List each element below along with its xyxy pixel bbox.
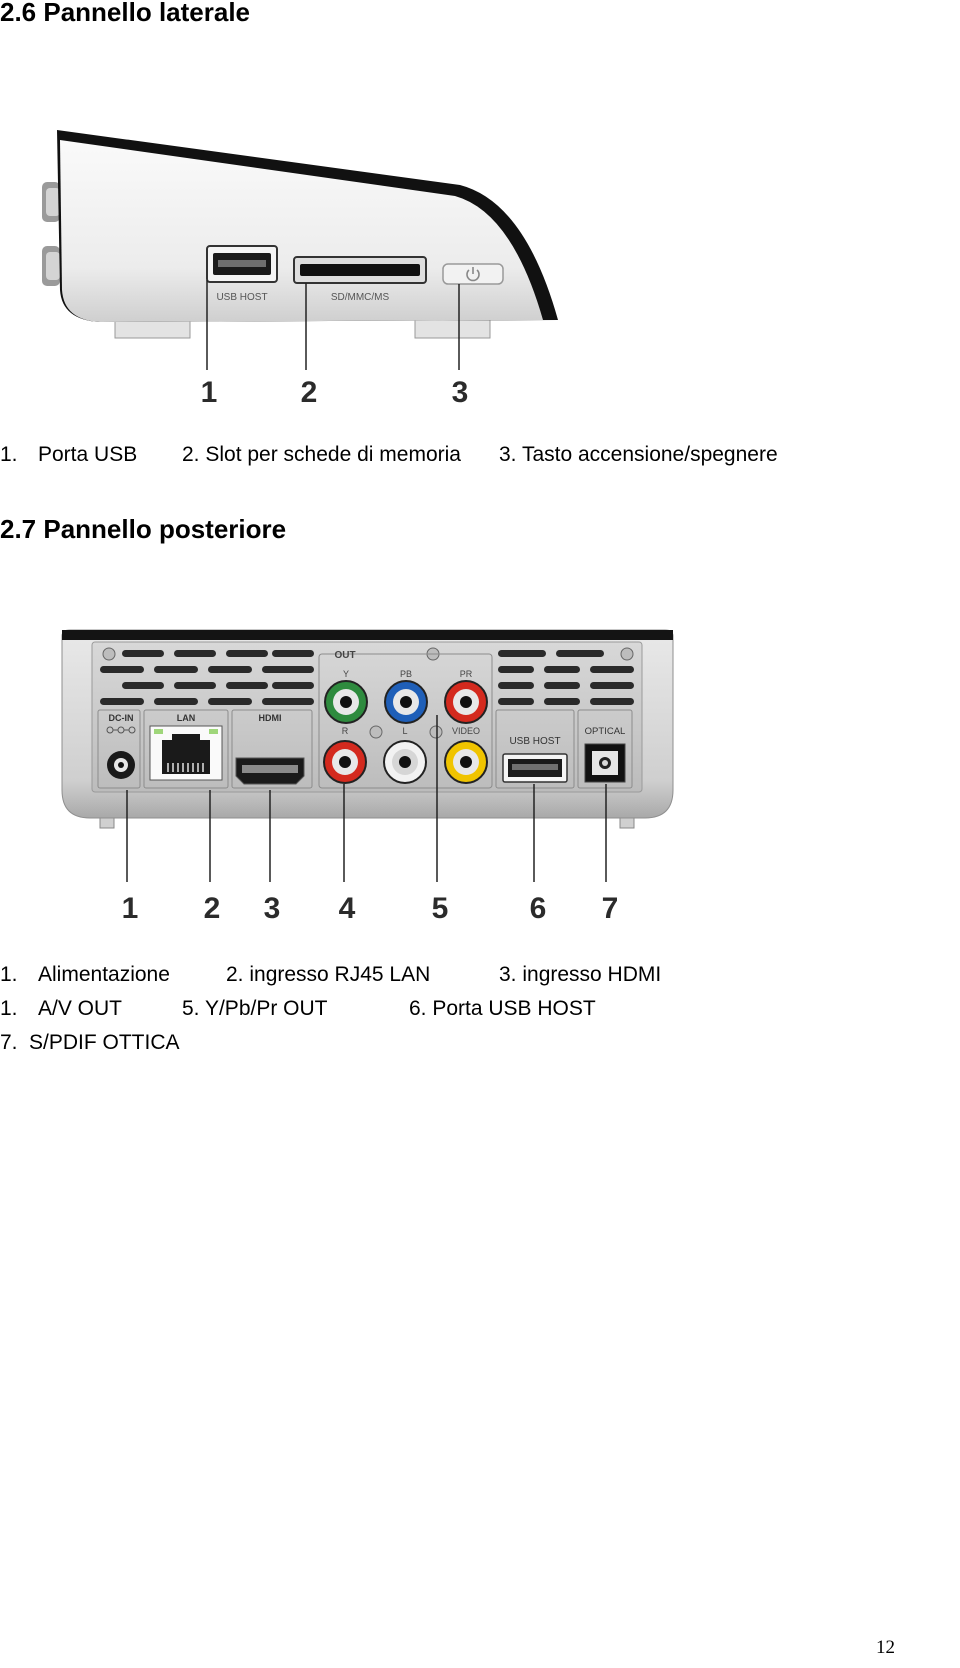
r-label: R: [342, 726, 349, 736]
y-label: Y: [343, 669, 349, 679]
page-number: 12: [876, 1637, 895, 1658]
dc-in-label: DC-IN: [109, 713, 134, 723]
rca-jack-audio-r-icon: [323, 740, 367, 784]
usb-host-label: USB HOST: [216, 292, 267, 303]
section-heading-side-panel: 2.6 Pannello laterale: [0, 0, 251, 27]
caption-item-text: Porta USB: [38, 443, 138, 466]
dc-in-polarity-icon: [106, 726, 136, 734]
pb-label: PB: [400, 669, 412, 679]
section-heading-rear-panel: 2.7 Pannello posteriore: [0, 514, 287, 544]
vent-slots-right: [498, 650, 634, 705]
side-connector-nubs: [42, 182, 60, 286]
caption-item-text: A/V OUT: [38, 997, 123, 1020]
callout-7: 7: [602, 892, 619, 925]
caption-item-number: 7.: [0, 1031, 18, 1054]
power-button-icon: [442, 263, 504, 285]
caption-item-text: Alimentazione: [38, 963, 170, 986]
lan-port-icon: [149, 725, 223, 781]
callout-1: 1: [122, 892, 139, 925]
optical-label: OPTICAL: [585, 726, 626, 737]
rear-panel-diagram: OUT Y PB PR R L VIDEO DC-IN LAN HDMI USB…: [61, 629, 674, 925]
caption-item-number: 1.: [0, 443, 18, 466]
caption-item-text: S/PDIF OTTICA: [29, 1031, 180, 1054]
out-label: OUT: [334, 650, 355, 661]
side-panel-diagram: USB HOST SD/MMC/MS 1 2 3: [42, 130, 558, 409]
rear-usb-host-label: USB HOST: [509, 736, 560, 747]
optical-port-icon: [584, 743, 626, 783]
rca-jack-audio-l-icon: [383, 740, 427, 784]
callout-3: 3: [264, 892, 281, 925]
memory-card-slot-icon: [293, 256, 427, 284]
callout-3: 3: [452, 376, 469, 409]
callout-2: 2: [204, 892, 221, 925]
callout-1: 1: [201, 376, 218, 409]
l-label: L: [402, 726, 407, 736]
video-label: VIDEO: [452, 726, 480, 736]
callout-5: 5: [432, 892, 449, 925]
hdmi-label: HDMI: [259, 713, 282, 723]
vent-slots-left: [100, 650, 314, 705]
caption-item-text: 3. Tasto accensione/spegnere: [499, 443, 778, 466]
rear-usb-port-icon: [502, 753, 568, 783]
caption-item-text: 3. ingresso HDMI: [499, 963, 662, 986]
sd-mmc-ms-label: SD/MMC/MS: [331, 292, 390, 303]
rca-jack-pr-icon: [444, 680, 488, 724]
callout-4: 4: [339, 892, 356, 925]
callout-6: 6: [530, 892, 547, 925]
rca-jack-pb-icon: [384, 680, 428, 724]
dc-in-jack-icon: [107, 751, 135, 779]
pr-label: PR: [460, 669, 473, 679]
callout-2: 2: [301, 376, 318, 409]
caption-item-number: 1.: [0, 997, 18, 1020]
lan-label: LAN: [177, 713, 196, 723]
rca-jack-y-icon: [324, 680, 368, 724]
caption-item-text: 5. Y/Pb/Pr OUT: [182, 997, 328, 1020]
rca-jack-video-icon: [444, 740, 488, 784]
hdmi-port-icon: [235, 757, 305, 785]
caption-item-text: 2. Slot per schede di memoria: [182, 443, 461, 466]
caption-item-text: 6. Porta USB HOST: [409, 997, 596, 1020]
caption-item-text: 2. ingresso RJ45 LAN: [226, 963, 431, 986]
caption-item-number: 1.: [0, 963, 18, 986]
usb-port-icon: [206, 245, 278, 283]
